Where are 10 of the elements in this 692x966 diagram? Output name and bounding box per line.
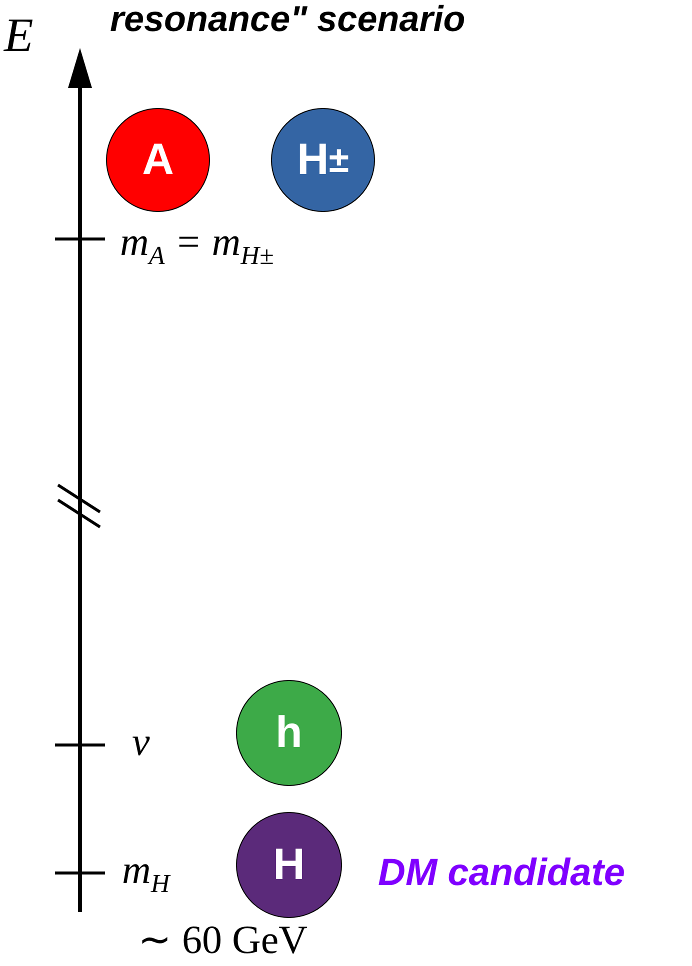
axis-label: E [4, 12, 34, 60]
mass-value: ∼ 60 GeV [138, 920, 308, 960]
diagram-title: resonance" scenario [110, 0, 466, 40]
annotation-text: DM candidate [378, 852, 626, 895]
mass-label: m$_{H}$ [122, 850, 170, 897]
particle-circle: h [236, 680, 342, 786]
mass-label: m$_{A}$ = m$_{H±}$ [120, 222, 274, 269]
energy-label: v [132, 722, 150, 762]
particle-circle: A [106, 108, 210, 212]
particle-circle: H [236, 812, 342, 918]
